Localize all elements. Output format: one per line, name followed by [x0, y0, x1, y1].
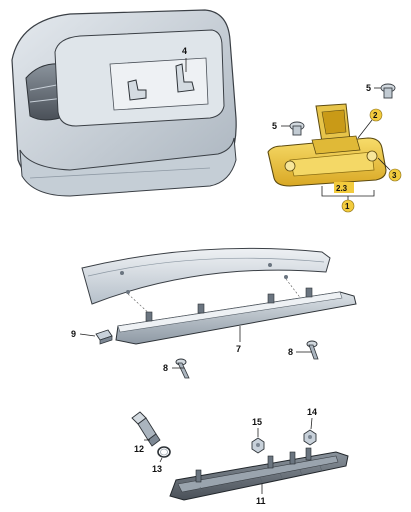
car-trunk-rear [11, 9, 237, 197]
nut-15 [251, 437, 265, 454]
callout-15: 15 [252, 417, 262, 427]
bolt-8-left [175, 358, 190, 379]
light-strip-11 [169, 447, 349, 501]
screw-5-left [289, 121, 305, 136]
callout-7: 7 [236, 344, 241, 354]
screw-5-right [380, 83, 396, 99]
bolt-8-right [306, 340, 319, 360]
trunk-trim-rail [81, 247, 331, 305]
callout-2-3: 2.3 [336, 184, 348, 193]
handle-assembly-highlighted [267, 103, 387, 187]
callout-2-badge [369, 108, 383, 122]
callout-8-left: 8 [163, 363, 168, 373]
callout-14: 14 [307, 407, 317, 417]
assembly-guides [127, 278, 303, 317]
callout-1: 1 [345, 202, 350, 211]
clip-9 [95, 329, 113, 345]
callout-2: 2 [373, 111, 378, 120]
callout-3-badge [388, 168, 402, 182]
callout-12: 12 [134, 444, 144, 454]
bulb-holder-12 [131, 411, 161, 447]
callout-1-badge [341, 199, 355, 213]
callout-5-right: 5 [366, 83, 371, 93]
callout-13: 13 [152, 464, 162, 474]
callout-2-3-badge [334, 182, 354, 193]
callout-5-left: 5 [272, 121, 277, 131]
callout-4: 4 [182, 46, 187, 56]
callout-8-right: 8 [288, 347, 293, 357]
trim-bar-7 [115, 287, 357, 345]
seal-ring-13 [157, 446, 171, 458]
nut-14 [303, 429, 317, 446]
callout-3: 3 [392, 171, 397, 180]
callout-9: 9 [71, 329, 76, 339]
callout-11: 11 [256, 496, 266, 506]
